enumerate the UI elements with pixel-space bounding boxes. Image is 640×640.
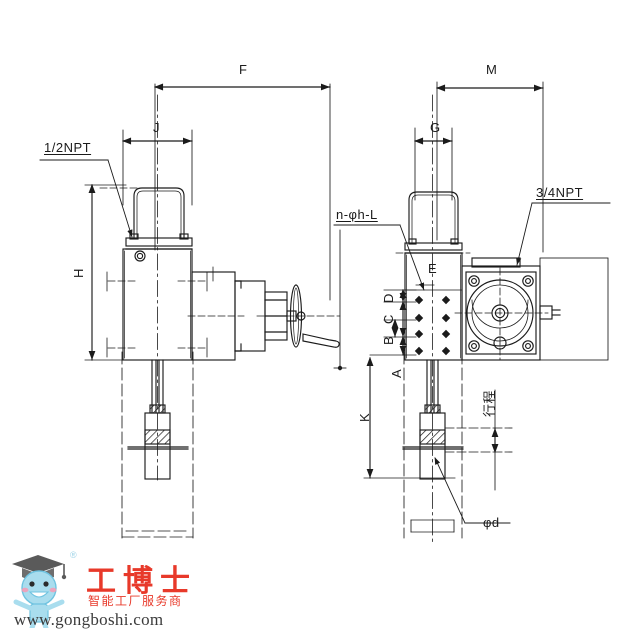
leader-three-quarter-npt bbox=[516, 202, 611, 266]
dimension-stack-abcd bbox=[369, 288, 417, 356]
registered-mark: ® bbox=[70, 550, 77, 560]
label-dimension-B: B bbox=[381, 335, 396, 345]
label-dimension-C: C bbox=[381, 314, 396, 324]
label-stroke: 行程 bbox=[483, 389, 498, 417]
leader-shaft-dia bbox=[434, 457, 511, 524]
dimension-stroke bbox=[444, 389, 513, 491]
front-top-cap bbox=[133, 187, 185, 239]
label-three-quarter-npt: 3/4NPT bbox=[536, 185, 584, 200]
side-cap-flange bbox=[404, 238, 463, 254]
side-lower-stem bbox=[402, 359, 464, 480]
label-dimension-E: E bbox=[428, 261, 438, 276]
side-gearbox-housing bbox=[461, 257, 609, 361]
label-dimension-M: M bbox=[486, 62, 498, 77]
label-half-npt: 1/2NPT bbox=[44, 140, 92, 155]
flange-corner-bolts bbox=[468, 275, 534, 352]
label-dimension-G: G bbox=[430, 120, 441, 135]
label-dimension-K: K bbox=[357, 412, 372, 422]
side-top-cap bbox=[408, 191, 459, 244]
dimension-H bbox=[84, 183, 127, 361]
label-shaft-dia: φd bbox=[483, 515, 500, 530]
front-view-geometry bbox=[39, 83, 341, 539]
label-bolt-pattern: n-φh-L bbox=[336, 207, 378, 222]
front-lower-stem bbox=[127, 359, 189, 480]
watermark-logo: ® 工博士 智能工厂服务商 www.gongboshi.com bbox=[8, 548, 308, 636]
label-dimension-D: D bbox=[381, 293, 396, 303]
label-dimension-H: H bbox=[71, 268, 86, 278]
dimension-E bbox=[404, 284, 463, 291]
leader-half-npt bbox=[39, 159, 133, 238]
brand-tagline-cn: 智能工厂服务商 bbox=[88, 594, 183, 608]
mascot-icon bbox=[12, 555, 67, 628]
label-dimension-J: J bbox=[153, 120, 160, 135]
brand-url: www.gongboshi.com bbox=[14, 610, 164, 629]
label-dimension-F: F bbox=[239, 62, 248, 77]
side-view-geometry bbox=[333, 81, 611, 546]
front-cap-flange bbox=[125, 233, 193, 262]
dimension-K bbox=[363, 356, 456, 479]
brand-name-cn: 工博士 bbox=[86, 564, 197, 599]
label-dimension-A: A bbox=[389, 368, 404, 378]
leader-bolt-pattern bbox=[333, 224, 425, 291]
